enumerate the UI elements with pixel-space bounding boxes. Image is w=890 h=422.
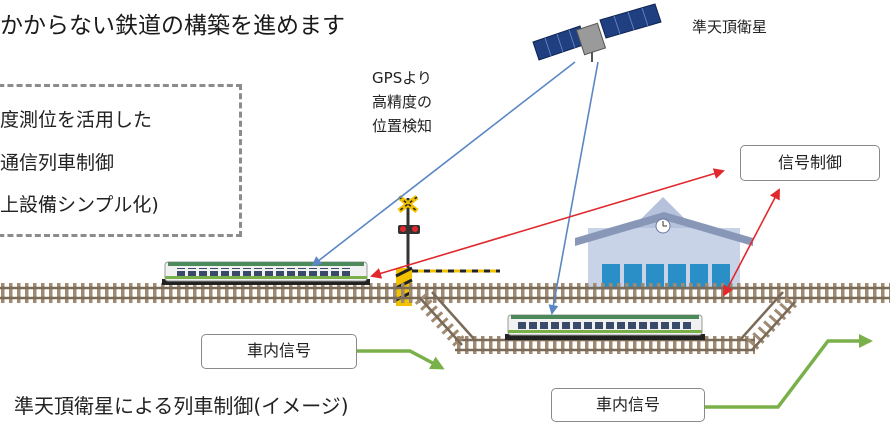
diagram-caption: 準天頂衛星による列車制御(イメージ) (14, 394, 349, 418)
track-icon (0, 283, 890, 354)
onboard-signal-label-2: 車内信号 (551, 388, 705, 422)
onboard-signal-arrow-1 (357, 349, 445, 370)
gps-note: GPSより 高精度の 位置検知 (352, 66, 452, 138)
satellite-label: 準天頂衛星 (692, 18, 768, 36)
gps-note-line-3: 位置検知 (371, 117, 432, 135)
info-box-line-2: 通信列車制御 (0, 152, 115, 174)
gps-arrow-to-train-1 (311, 61, 576, 267)
info-box-line-3: 上設備シンプル化) (0, 194, 159, 216)
satellite-icon (532, 3, 662, 62)
onboard-signal-label-1: 車内信号 (201, 334, 357, 369)
train-icon (505, 314, 705, 340)
dashed-info-box (0, 84, 242, 237)
signal-control-arrow-1 (370, 168, 725, 279)
train-icon (162, 261, 370, 285)
page-title: かからない鉄道の構築を進めます (0, 13, 345, 39)
onboard-signal-arrow-2 (705, 334, 873, 409)
signal-control-label: 信号制御 (740, 145, 880, 181)
gps-note-line-1: GPSより (372, 69, 432, 87)
signal-control-arrow-2 (723, 188, 780, 297)
info-box-line-1: 度測位を活用した (0, 109, 153, 131)
gps-note-line-2: 高精度の (371, 93, 432, 111)
station-icon (575, 197, 753, 290)
